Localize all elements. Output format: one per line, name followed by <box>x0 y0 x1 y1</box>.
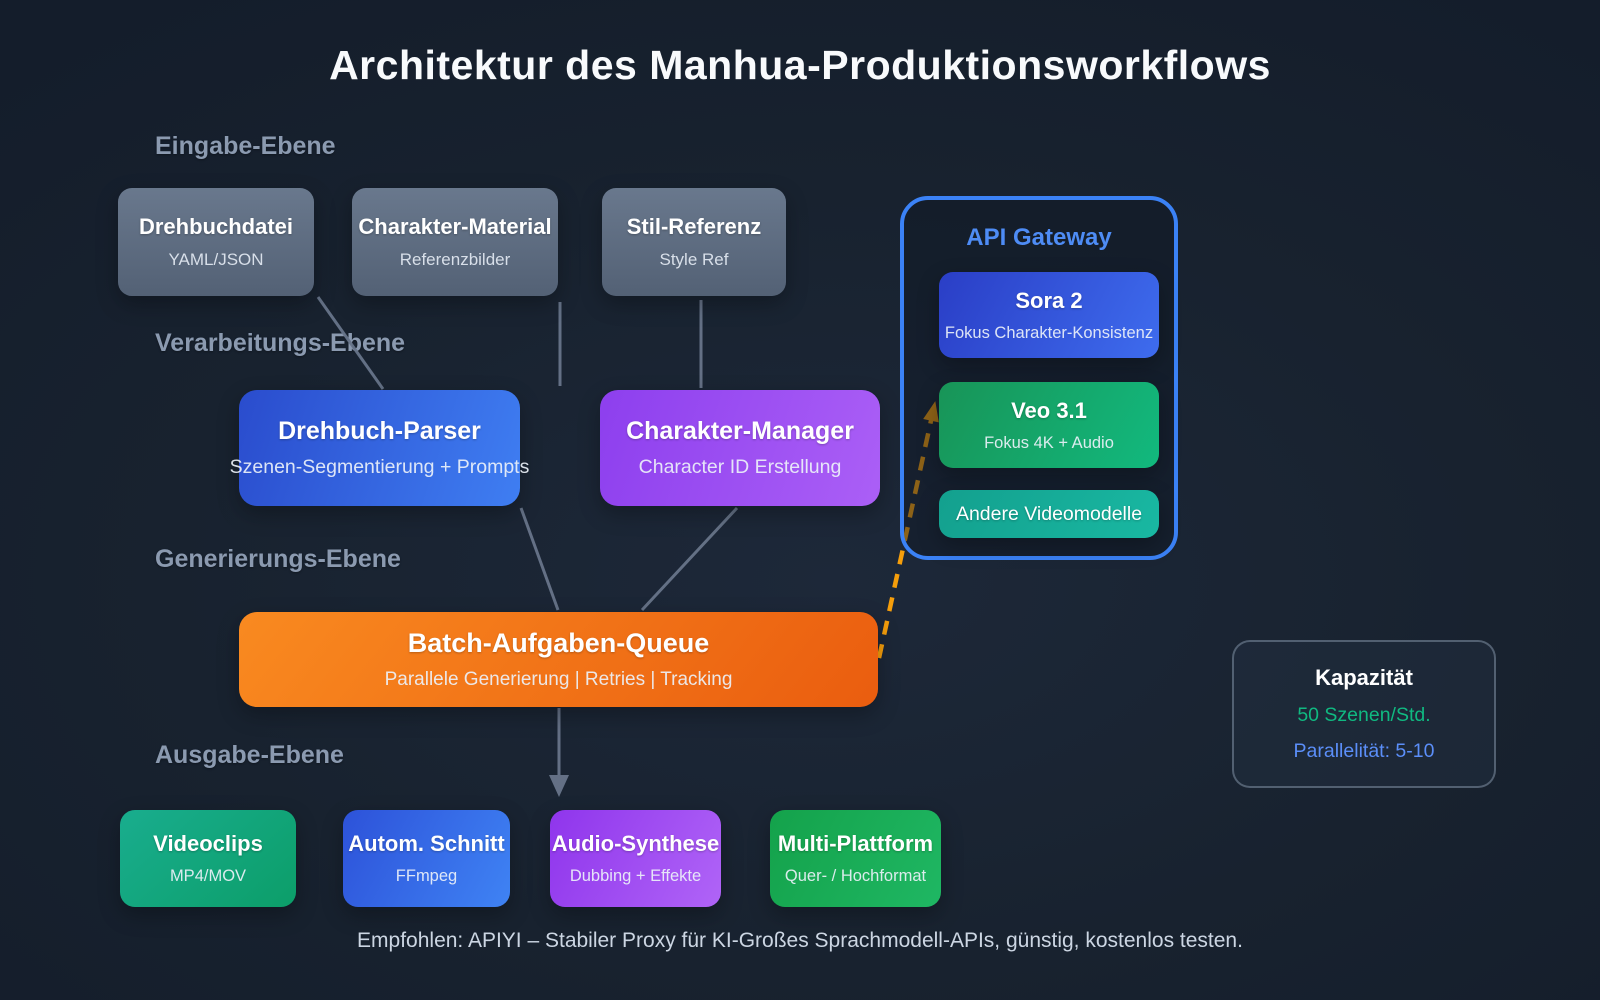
capacity-card: Kapazität 50 Szenen/Std. Parallelität: 5… <box>1232 640 1496 788</box>
node-drehbuch-parser: Drehbuch-Parser Szenen-Segmentierung + P… <box>230 390 529 506</box>
node-audio-synthese-subtitle: Dubbing + Effekte <box>569 867 702 885</box>
node-batch-aufgaben-queue: Batch-Aufgaben-Queue Parallele Generieru… <box>239 612 878 707</box>
node-videoclips-subtitle: MP4/MOV <box>169 867 247 885</box>
node-multi-plattform: Multi-Plattform Quer- / Hochformat <box>770 810 941 907</box>
node-autom-schnitt-title: Autom. Schnitt <box>348 831 505 856</box>
node-charakter-material: Charakter-Material Referenzbilder <box>352 188 558 296</box>
node-sora-2-title: Sora 2 <box>1015 287 1083 313</box>
node-audio-synthese-title: Audio-Synthese <box>551 831 720 856</box>
capacity-parallelism: Parallelität: 5-10 <box>1293 740 1435 762</box>
node-charakter-manager-title: Charakter-Manager <box>626 417 854 445</box>
node-videoclips: Videoclips MP4/MOV <box>120 810 296 907</box>
page-title: Architektur des Manhua-Produktionsworkfl… <box>329 42 1271 88</box>
node-stil-referenz-subtitle: Style Ref <box>659 250 729 269</box>
api-gateway-title: API Gateway <box>966 224 1112 251</box>
node-autom-schnitt-subtitle: FFmpeg <box>395 867 458 885</box>
node-drehbuchdatei-title: Drehbuchdatei <box>138 214 294 239</box>
edge-drehbuchdatei-parser <box>316 296 385 390</box>
node-veo-31: Veo 3.1 Fokus 4K + Audio <box>939 382 1159 468</box>
node-multi-plattform-title: Multi-Plattform <box>777 831 934 856</box>
node-audio-synthese: Audio-Synthese Dubbing + Effekte <box>550 810 721 907</box>
node-charakter-manager-subtitle: Character ID Erstellung <box>638 456 842 478</box>
node-andere-videomodelle-title: Andere Videomodelle <box>955 502 1143 525</box>
layer-label-ausgabe: Ausgabe-Ebene <box>155 741 344 769</box>
capacity-title: Kapazität <box>1315 665 1413 690</box>
node-stil-referenz-title: Stil-Referenz <box>626 214 762 239</box>
capacity-throughput: 50 Szenen/Std. <box>1297 704 1431 726</box>
node-charakter-manager: Charakter-Manager Character ID Erstellun… <box>600 390 880 506</box>
footnote: Empfohlen: APIYI – Stabiler Proxy für KI… <box>357 929 1243 952</box>
node-sora-2-subtitle: Fokus Charakter-Konsistenz <box>944 323 1154 342</box>
node-sora-2: Sora 2 Fokus Charakter-Konsistenz <box>939 272 1159 358</box>
node-multi-plattform-subtitle: Quer- / Hochformat <box>784 867 927 885</box>
node-drehbuchdatei-subtitle: YAML/JSON <box>168 250 264 269</box>
layer-label-verarbeitung: Verarbeitungs-Ebene <box>155 329 406 357</box>
node-veo-31-title: Veo 3.1 <box>1011 397 1087 423</box>
node-drehbuch-parser-title: Drehbuch-Parser <box>278 417 481 445</box>
node-andere-videomodelle: Andere Videomodelle <box>939 490 1159 538</box>
layer-label-generierung: Generierungs-Ebene <box>155 545 401 573</box>
node-batch-queue-subtitle: Parallele Generierung | Retries | Tracki… <box>384 669 733 690</box>
node-stil-referenz: Stil-Referenz Style Ref <box>602 188 786 296</box>
node-drehbuchdatei: Drehbuchdatei YAML/JSON <box>118 188 314 296</box>
node-drehbuch-parser-subtitle: Szenen-Segmentierung + Prompts <box>229 456 530 478</box>
edge-manager-queue <box>640 506 739 612</box>
api-gateway-panel: API Gateway Sora 2 Fokus Charakter-Konsi… <box>900 196 1178 560</box>
node-veo-31-subtitle: Fokus 4K + Audio <box>984 433 1114 452</box>
node-autom-schnitt: Autom. Schnitt FFmpeg <box>343 810 510 907</box>
node-charakter-material-subtitle: Referenzbilder <box>399 250 511 269</box>
node-batch-queue-title: Batch-Aufgaben-Queue <box>407 628 710 658</box>
edge-parser-queue <box>519 507 560 611</box>
node-videoclips-title: Videoclips <box>153 831 263 856</box>
node-charakter-material-title: Charakter-Material <box>358 214 552 239</box>
layer-label-eingabe: Eingabe-Ebene <box>155 132 336 160</box>
